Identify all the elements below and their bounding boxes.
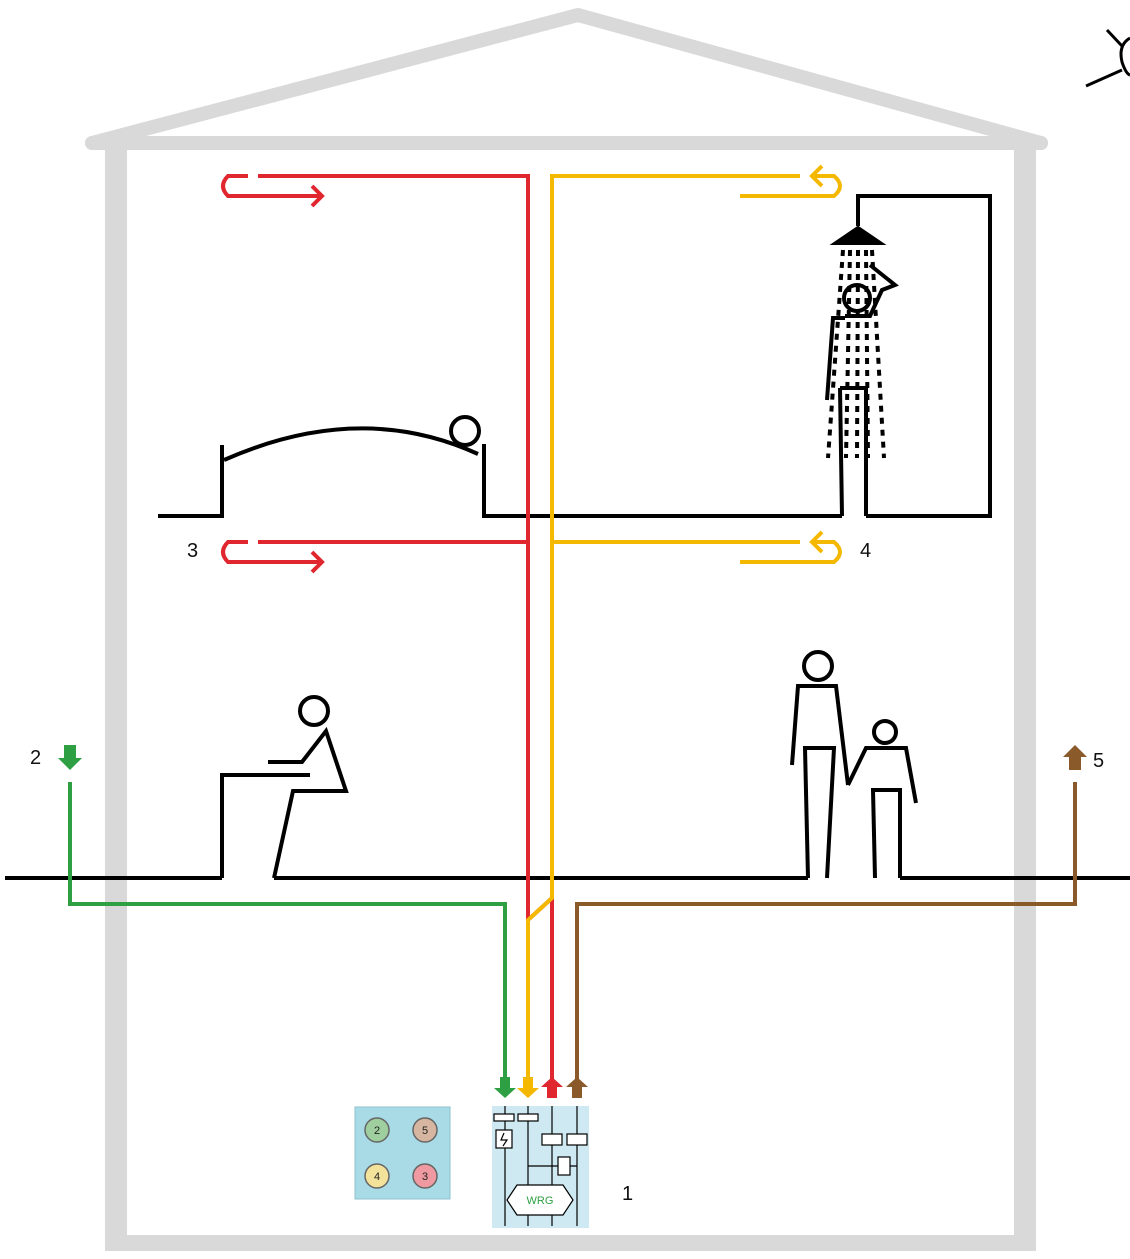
- outdoor-air-arrow: [58, 745, 82, 770]
- bed-icon: [158, 415, 842, 518]
- house-outline: [85, 8, 1048, 1251]
- supply-air-duct: [221, 174, 554, 1090]
- label-extract-air: 4: [860, 540, 871, 562]
- seated-person-icon: [220, 695, 349, 879]
- port-3: 3: [412, 1163, 438, 1189]
- port-2: 2: [364, 1117, 390, 1143]
- extract-air-duct: [526, 164, 842, 1090]
- label-exhaust-air: 5: [1093, 750, 1104, 772]
- exhaust-air-duct: [575, 782, 1077, 1090]
- exhaust-air-arrow: [1063, 745, 1087, 770]
- connection-panel: 2 5 4 3: [354, 1106, 451, 1200]
- svg-text:2: 2: [374, 1125, 380, 1137]
- outdoor-air-duct: [68, 782, 507, 1090]
- shower-icon: [825, 194, 992, 518]
- sun-icon: [1085, 28, 1130, 88]
- svg-text:4: 4: [374, 1171, 380, 1183]
- label-supply-air: 3: [187, 540, 198, 562]
- svg-text:3: 3: [422, 1171, 428, 1183]
- unit-port-arrows: [494, 1077, 588, 1098]
- svg-text:5: 5: [422, 1125, 428, 1137]
- label-unit: 1: [622, 1183, 633, 1205]
- label-outdoor-air: 2: [30, 747, 41, 769]
- svg-text:WRG: WRG: [527, 1195, 554, 1207]
- port-4: 4: [364, 1163, 390, 1189]
- port-5: 5: [412, 1117, 438, 1143]
- standing-people-icon: [790, 650, 918, 879]
- ventilation-unit: WRG: [492, 1106, 589, 1228]
